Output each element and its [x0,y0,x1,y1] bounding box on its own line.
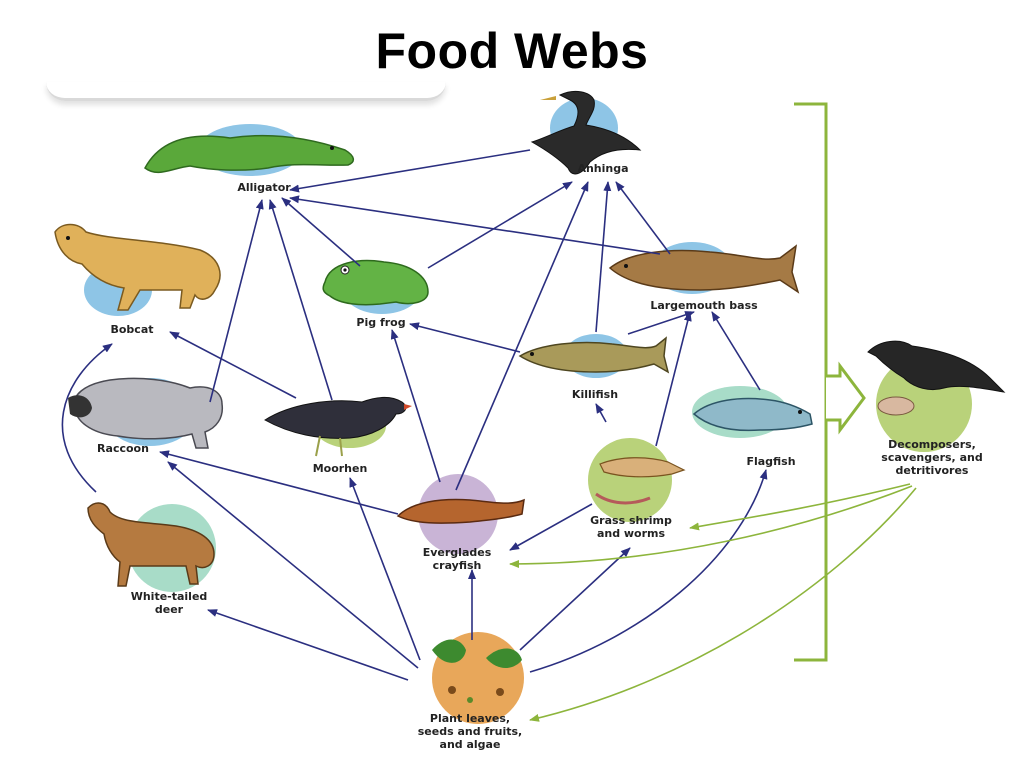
white-tailed-deer-illustration [87,502,216,592]
grass-shrimp-illustration [588,438,686,522]
label-largemouth-bass: Largemouth bass [650,299,758,312]
label-plants: Plant leaves, seeds and fruits, and alga… [417,712,523,751]
label-alligator: Alligator [237,181,291,194]
moorhen-illustration [264,397,412,457]
decomposers-illustration [867,340,1006,452]
crayfish-illustration [396,474,525,554]
label-bobcat: Bobcat [110,323,154,336]
label-grass-shrimp: Grass shrimp and worms [590,514,672,540]
label-anhinga: Anhinga [577,162,629,175]
title-underline-decoration [46,82,446,101]
feeding-arrows [61,149,768,681]
plants-illustration [432,632,524,724]
label-decomposers: Decomposers, scavengers, and detritivore… [881,438,983,477]
largemouth-bass-illustration [608,242,800,294]
label-raccoon: Raccoon [97,442,149,455]
decomposer-arrows [509,483,917,722]
label-white-tailed-deer: White-tailed deer [130,590,208,616]
raccoon-illustration [68,377,224,449]
flagfish-illustration [692,386,813,438]
pig-frog-illustration [322,259,429,314]
alligator-illustration [144,124,354,176]
decomposer-bracket [794,102,866,662]
killifish-illustration [518,334,670,378]
label-moorhen: Moorhen [312,462,368,475]
label-killifish: Killifish [571,388,619,401]
label-flagfish: Flagfish [746,455,796,468]
bobcat-illustration [54,223,221,316]
label-crayfish: Everglades crayfish [422,546,492,572]
label-pig-frog: Pig frog [356,316,406,329]
slide-title: Food Webs [375,23,649,79]
anhinga-illustration [530,90,642,175]
